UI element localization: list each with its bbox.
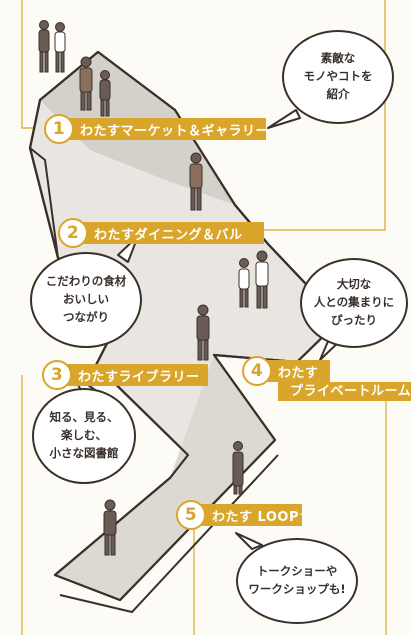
person-figure — [189, 152, 203, 211]
speech-bubble-library: 知る、見る、 楽しむ、 小さな図書館 — [32, 388, 136, 484]
section-label: わたすライブラリー — [78, 369, 200, 385]
speech-bubble-market: 素敵な モノやコトを 紹介 — [282, 30, 394, 124]
person-figure — [103, 499, 117, 556]
bubble-tail — [267, 109, 301, 129]
section-tag-loop: 5 わたす LOOP⁺ — [176, 500, 306, 530]
section-label: わたすマーケット＆ギャラリー — [80, 123, 270, 139]
person-figure — [99, 70, 111, 117]
speech-bubble-dining: こだわりの食材 おいしい つながり — [30, 252, 142, 348]
section-label-line2: プライベートルーム — [278, 382, 411, 401]
bubble-text: トークショーや ワークショップも! — [248, 564, 346, 596]
section-number-badge: 5 — [176, 500, 206, 530]
section-number-badge: 1 — [44, 114, 74, 144]
section-number-badge: 2 — [58, 218, 88, 248]
person-figure — [79, 56, 93, 111]
bubble-text: 大切な 人との集まりに ぴったり — [313, 277, 395, 327]
section-label: わたすダイニング＆バル — [94, 227, 243, 243]
person-figure — [238, 258, 250, 308]
person-figure — [196, 304, 210, 361]
person-figure — [255, 250, 269, 309]
person-figure — [232, 441, 244, 495]
bubble-text: 素敵な モノやコトを 紹介 — [303, 51, 373, 101]
section-tag-private-room: 4 わたす プライベートルーム — [242, 356, 411, 401]
section-number-badge: 4 — [242, 356, 272, 386]
bubble-text: 知る、見る、 楽しむ、 小さな図書館 — [49, 410, 119, 460]
person-figure — [38, 20, 50, 73]
person-figure — [54, 22, 66, 73]
section-tag-dining-bar: 2 わたすダイニング＆バル — [58, 218, 264, 248]
section-label-line1: わたす — [278, 365, 319, 381]
bubble-text: こだわりの食材 おいしい つながり — [45, 274, 127, 324]
speech-bubble-loop: トークショーや ワークショップも! — [236, 538, 358, 624]
section-tag-market-gallery: 1 わたすマーケット＆ギャラリー — [44, 114, 270, 144]
section-number-badge: 3 — [42, 360, 72, 390]
section-tag-library: 3 わたすライブラリー — [42, 360, 208, 390]
speech-bubble-private-room: 大切な 人との集まりに ぴったり — [300, 258, 408, 348]
section-label: わたす LOOP⁺ — [212, 509, 307, 525]
